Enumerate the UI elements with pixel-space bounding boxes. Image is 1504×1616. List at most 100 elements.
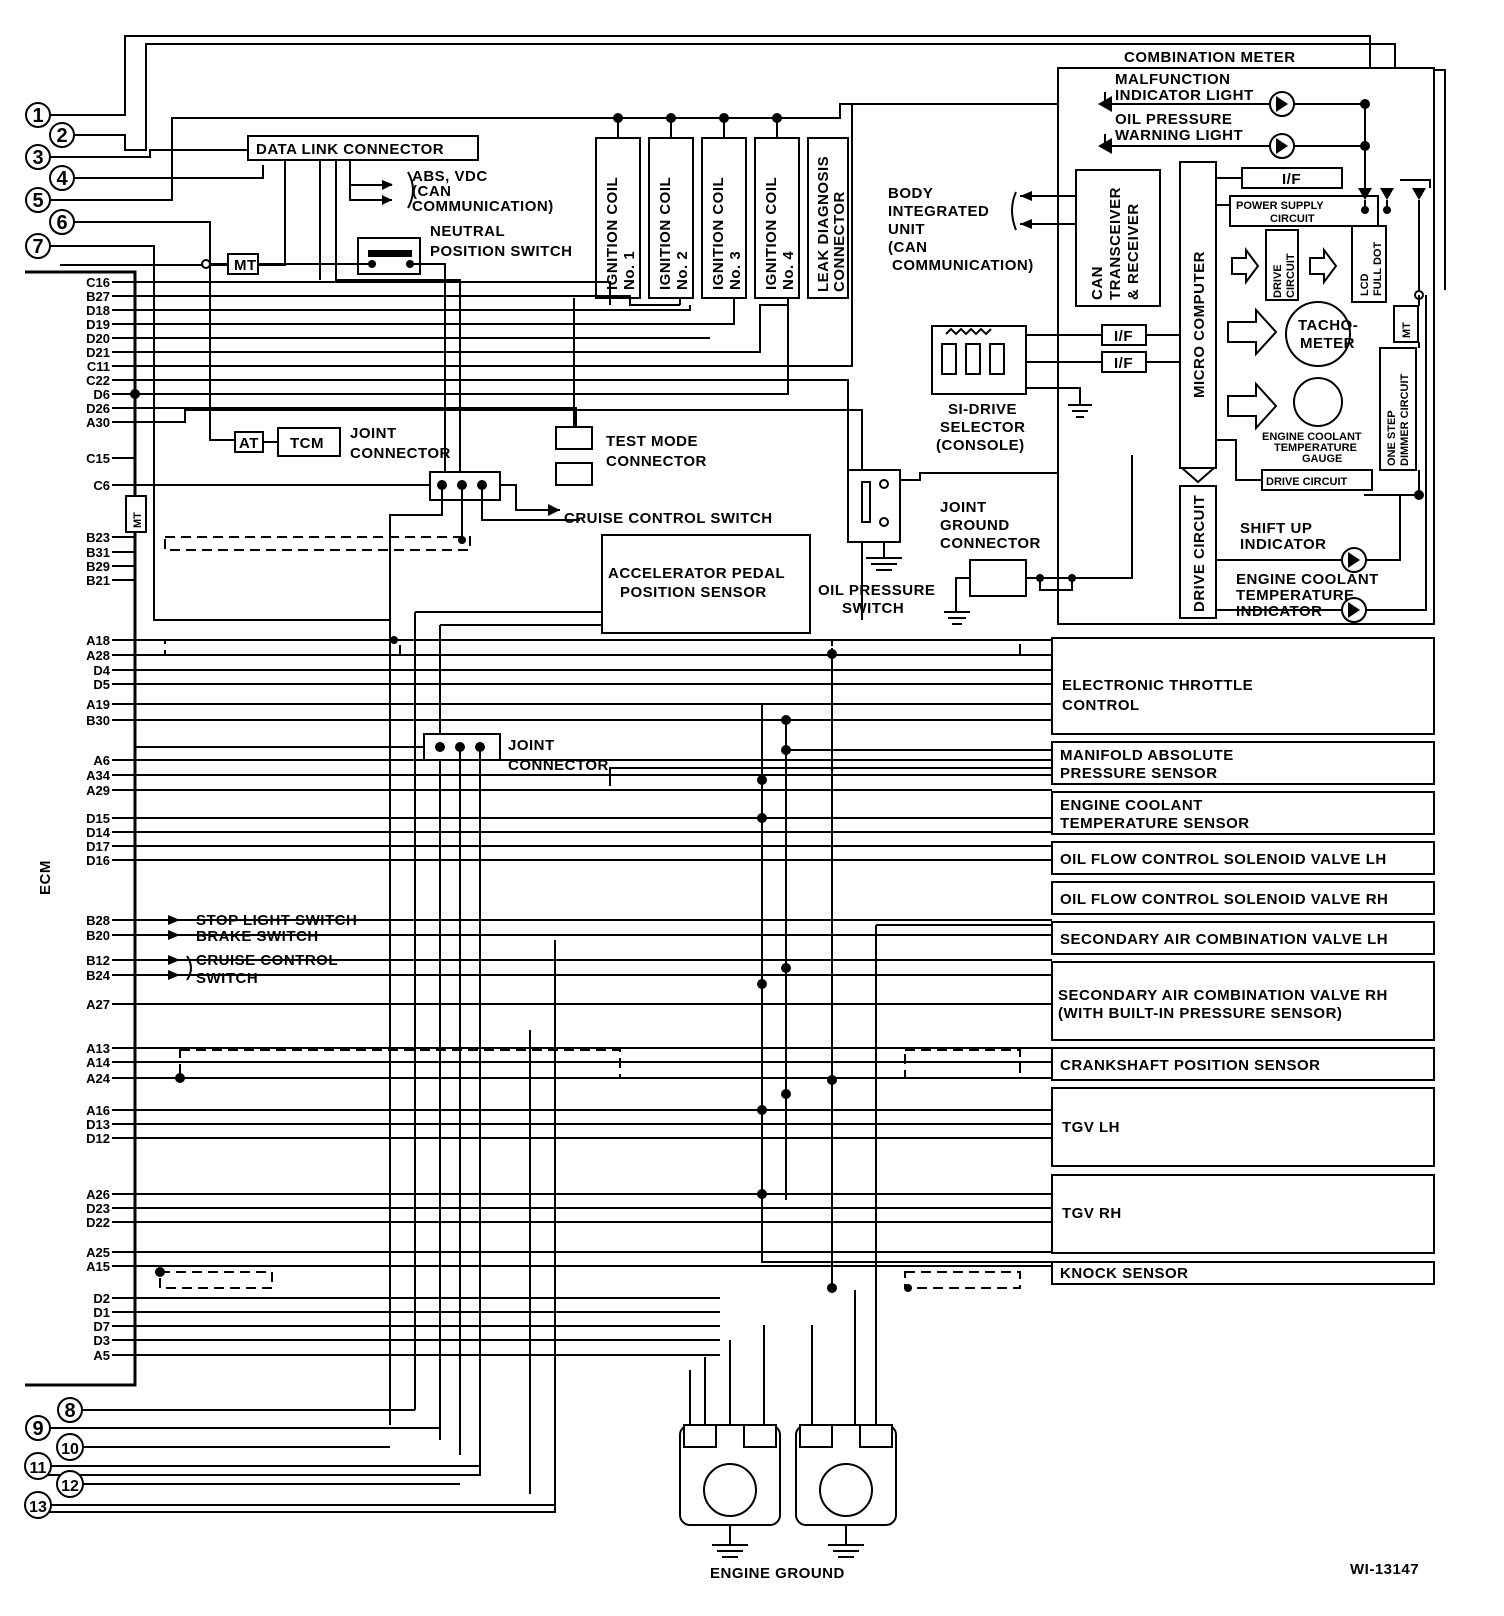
svg-text:SI-DRIVE: SI-DRIVE bbox=[948, 401, 1017, 418]
leak-diagnosis-connector: LEAK DIAGNOSIS CONNECTOR bbox=[807, 137, 849, 299]
pin-label: A25 bbox=[86, 1245, 110, 1260]
svg-text:CONTROL: CONTROL bbox=[1062, 697, 1140, 714]
svg-text:MALFUNCTION: MALFUNCTION bbox=[1115, 71, 1230, 88]
component-ckp: CRANKSHAFT POSITION SENSOR bbox=[1051, 1047, 1435, 1081]
pin-label: A18 bbox=[86, 633, 110, 648]
svg-text:(CONSOLE): (CONSOLE) bbox=[936, 437, 1025, 454]
svg-text:OIL PRESSURE: OIL PRESSURE bbox=[818, 582, 935, 599]
pin-label: B27 bbox=[86, 289, 110, 304]
pin-label: B28 bbox=[86, 913, 110, 928]
engine-ground-left bbox=[679, 1424, 781, 1558]
ignition-coil-2: IGNITION COIL No. 2 bbox=[648, 118, 694, 305]
svg-text:(CAN: (CAN bbox=[888, 239, 928, 256]
svg-text:TGV RH: TGV RH bbox=[1062, 1205, 1122, 1222]
diagram-id: WI-13147 bbox=[1350, 1561, 1419, 1578]
svg-text:TEMPERATURE SENSOR: TEMPERATURE SENSOR bbox=[1060, 815, 1250, 832]
pin-label: D23 bbox=[86, 1201, 110, 1216]
pin-label: D17 bbox=[86, 839, 110, 854]
svg-text:SWITCH: SWITCH bbox=[196, 970, 258, 987]
svg-text:OIL PRESSURE: OIL PRESSURE bbox=[1115, 111, 1232, 128]
pin-label: B20 bbox=[86, 928, 110, 943]
svg-text:COMMUNICATION): COMMUNICATION) bbox=[412, 198, 554, 215]
svg-text:LEAK DIAGNOSIS: LEAK DIAGNOSIS bbox=[815, 156, 832, 292]
svg-text:4: 4 bbox=[56, 168, 68, 190]
pin-label: B24 bbox=[86, 968, 111, 983]
svg-text:COMMUNICATION): COMMUNICATION) bbox=[892, 257, 1034, 274]
svg-text:I/F: I/F bbox=[1282, 171, 1301, 188]
pin-label: D16 bbox=[86, 853, 110, 868]
svg-text:CRUISE CONTROL: CRUISE CONTROL bbox=[196, 952, 338, 969]
svg-text:DRIVE CIRCUIT: DRIVE CIRCUIT bbox=[1266, 476, 1348, 488]
pin-label: D22 bbox=[86, 1215, 110, 1230]
svg-text:TCM: TCM bbox=[290, 435, 324, 452]
ignition-coil-3: IGNITION COIL No. 3 bbox=[701, 118, 747, 305]
pin-label: B31 bbox=[86, 545, 110, 560]
connector-number-10: 10 bbox=[56, 1433, 390, 1461]
combination-meter: COMBINATION METER MALFUNCTION INDICATOR … bbox=[1011, 49, 1435, 625]
sensor-bus bbox=[757, 639, 1052, 1425]
svg-text:IGNITION COIL: IGNITION COIL bbox=[657, 177, 674, 290]
svg-text:SHIFT UP: SHIFT UP bbox=[1240, 520, 1312, 537]
svg-text:No. 3: No. 3 bbox=[727, 251, 744, 290]
connector-number-7: 7 bbox=[25, 233, 51, 259]
svg-text:KNOCK SENSOR: KNOCK SENSOR bbox=[1060, 1265, 1189, 1282]
pin-label: D21 bbox=[86, 345, 110, 360]
svg-text:GAUGE: GAUGE bbox=[1302, 453, 1342, 465]
svg-text:CONNECTOR: CONNECTOR bbox=[350, 445, 451, 462]
pin-label: D12 bbox=[86, 1131, 110, 1146]
svg-text:1: 1 bbox=[32, 105, 43, 127]
pin-label: B23 bbox=[86, 530, 110, 545]
svg-text:ABS, VDC: ABS, VDC bbox=[412, 168, 488, 185]
pin-label: A6 bbox=[93, 753, 110, 768]
pin-label: B12 bbox=[86, 953, 110, 968]
svg-text:SWITCH: SWITCH bbox=[842, 600, 904, 617]
pin-label: B21 bbox=[86, 573, 110, 588]
svg-text:INDICATOR: INDICATOR bbox=[1236, 603, 1322, 620]
pin-label: A28 bbox=[86, 648, 110, 663]
svg-text:JOINT: JOINT bbox=[940, 499, 987, 516]
svg-text:ACCELERATOR PEDAL: ACCELERATOR PEDAL bbox=[608, 565, 785, 582]
connector-number-11: 11 bbox=[24, 1452, 480, 1480]
svg-text:No. 4: No. 4 bbox=[780, 251, 797, 290]
connector-number-13: 13 bbox=[24, 1491, 555, 1519]
svg-text:INDICATOR LIGHT: INDICATOR LIGHT bbox=[1115, 87, 1254, 104]
svg-text:POSITION SWITCH: POSITION SWITCH bbox=[430, 243, 573, 260]
component-tgv-rh: TGV RH bbox=[1051, 1174, 1435, 1254]
component-sav-rh: SECONDARY AIR COMBINATION VALVE RH (WITH… bbox=[1051, 961, 1435, 1041]
svg-text:5: 5 bbox=[32, 190, 43, 212]
svg-text:CONNECTOR: CONNECTOR bbox=[508, 757, 609, 774]
component-ect: ENGINE COOLANT TEMPERATURE SENSOR bbox=[1051, 791, 1435, 835]
svg-text:IGNITION COIL: IGNITION COIL bbox=[604, 177, 621, 290]
svg-text:DIMMER CIRCUIT: DIMMER CIRCUIT bbox=[1399, 373, 1411, 466]
pin-label: D6 bbox=[93, 387, 110, 402]
svg-text:TRANSCEIVER: TRANSCEIVER bbox=[1107, 187, 1124, 300]
svg-text:OIL FLOW CONTROL SOLENOID VALV: OIL FLOW CONTROL SOLENOID VALVE RH bbox=[1060, 891, 1388, 908]
svg-text:TEST MODE: TEST MODE bbox=[606, 433, 698, 450]
joint-connector-upper bbox=[389, 471, 580, 1425]
svg-text:6: 6 bbox=[56, 212, 67, 234]
svg-text:WARNING LIGHT: WARNING LIGHT bbox=[1115, 127, 1243, 144]
svg-text:TEMPERATURE: TEMPERATURE bbox=[1274, 442, 1357, 454]
svg-text:CONNECTOR: CONNECTOR bbox=[606, 453, 707, 470]
connector-number-3: 3 bbox=[25, 144, 51, 170]
svg-text:I/F: I/F bbox=[1114, 355, 1133, 372]
pin-label: C22 bbox=[86, 373, 110, 388]
svg-text:POSITION SENSOR: POSITION SENSOR bbox=[620, 584, 767, 601]
pin-label: A29 bbox=[86, 783, 110, 798]
connector-number-4: 4 bbox=[49, 165, 75, 191]
pin-label: B30 bbox=[86, 713, 110, 728]
svg-text:POWER SUPPLY: POWER SUPPLY bbox=[1236, 200, 1324, 212]
svg-text:JOINT: JOINT bbox=[508, 737, 555, 754]
svg-text:7: 7 bbox=[32, 236, 43, 258]
mid-routes bbox=[48, 940, 856, 1513]
svg-text:OIL FLOW CONTROL SOLENOID VALV: OIL FLOW CONTROL SOLENOID VALVE LH bbox=[1060, 851, 1387, 868]
svg-text:& RECEIVER: & RECEIVER bbox=[1125, 203, 1142, 300]
svg-text:INDICATOR: INDICATOR bbox=[1240, 536, 1326, 553]
component-sav-lh: SECONDARY AIR COMBINATION VALVE LH bbox=[1051, 921, 1435, 955]
svg-text:MANIFOLD ABSOLUTE: MANIFOLD ABSOLUTE bbox=[1060, 747, 1234, 764]
pin-label: C16 bbox=[86, 275, 110, 290]
svg-text:LCD: LCD bbox=[1359, 273, 1371, 296]
svg-text:ELECTRONIC THROTTLE: ELECTRONIC THROTTLE bbox=[1062, 677, 1253, 694]
component-knock: KNOCK SENSOR bbox=[1051, 1261, 1435, 1285]
